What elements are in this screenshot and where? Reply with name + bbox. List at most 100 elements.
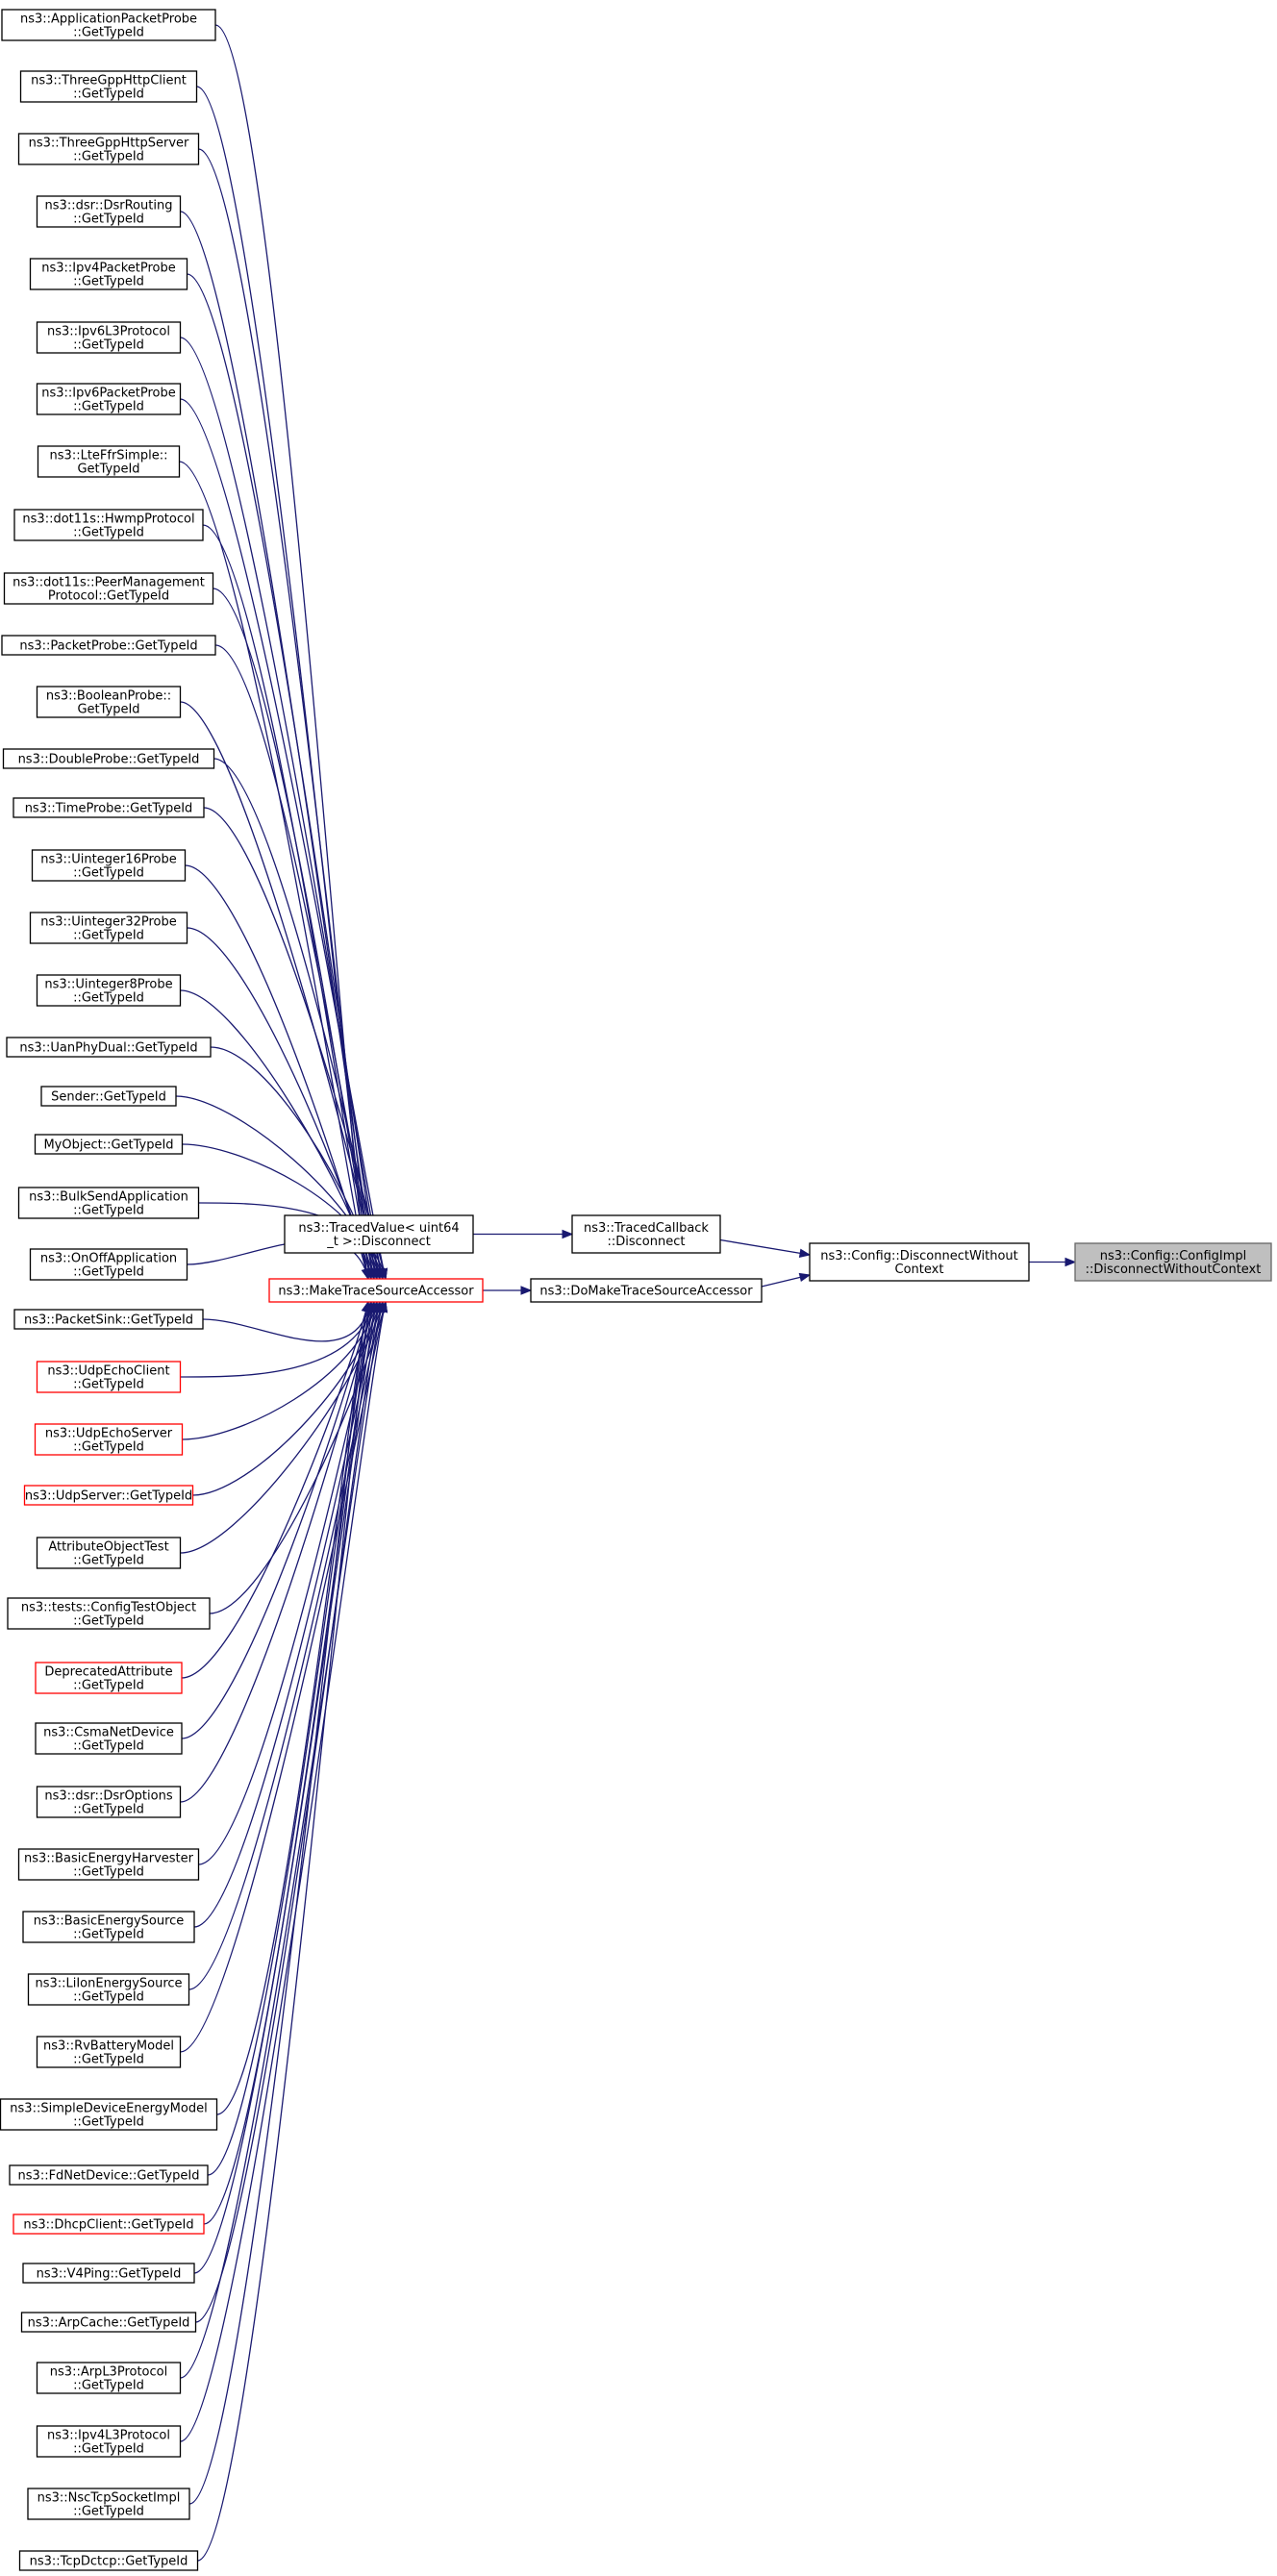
edge-arrowhead [378, 1300, 388, 1313]
node-caller-ns3-udpechoclient-gettypeid[interactable]: ns3::UdpEchoClient::GetTypeId [36, 1361, 182, 1393]
node-label-line: ns3::BasicEnergySource [34, 1914, 185, 1929]
node-label-line: ::GetTypeId [73, 2505, 144, 2519]
node-box [13, 797, 205, 818]
node-caller-ns3-dhcpclient-gettypeid[interactable]: ns3::DhcpClient::GetTypeId [13, 2213, 205, 2235]
node-label-line: ns3::UanPhyDual::GetTypeId [19, 1041, 197, 1056]
node-caller-ns3-arpcache-gettypeid[interactable]: ns3::ArpCache::GetTypeId [20, 2312, 197, 2333]
edge-line [182, 1301, 378, 1440]
node-caller-ns3-dsr-dsroptions-gettypeid[interactable]: ns3::dsr::DsrOptions::GetTypeId [36, 1786, 182, 1818]
node-label-line: ns3::NscTcpSocketImpl [38, 2491, 181, 2506]
node-label-line: ::GetTypeId [73, 2379, 144, 2393]
node-box [29, 258, 188, 290]
node-label-line: ns3::Uinteger8Probe [44, 978, 172, 992]
node-label-line: GetTypeId [77, 463, 139, 477]
node-box [36, 1537, 182, 1569]
node-label-line: ::GetTypeId [73, 1554, 144, 1568]
node-box [17, 1848, 200, 1881]
edge-line [195, 1301, 381, 2323]
node-caller-ns3-rvbatterymodel-gettypeid[interactable]: ns3::RvBatteryModel::GetTypeId [36, 2036, 182, 2068]
node-box [36, 383, 182, 415]
node-label-line: AttributeObjectTest [48, 1540, 168, 1555]
node-caller-ns3-tests-configtestobject-gettypeid[interactable]: ns3::tests::ConfigTestObject::GetTypeId [7, 1597, 211, 1630]
node-label-line: ns3::Uinteger32Probe [40, 915, 177, 930]
node-caller-ns3-dot11s-hwmpprotocol-gettypeid[interactable]: ns3::dot11s::HwmpProtocol::GetTypeId [13, 509, 204, 541]
node-caller-ns3-v4ping-gettypeid[interactable]: ns3::V4Ping::GetTypeId [22, 2263, 195, 2284]
edge-arrowhead [361, 1267, 371, 1281]
node-caller-ns3-uinteger8probe-gettypeid[interactable]: ns3::Uinteger8Probe::GetTypeId [36, 974, 182, 1007]
node-caller-ns3-booleanprobe-gettypeid[interactable]: ns3::BooleanProbe::GetTypeId [36, 686, 182, 718]
node-caller-ns3-doubleprobe-gettypeid[interactable]: ns3::DoubleProbe::GetTypeId [2, 748, 215, 769]
node-label-line: ::GetTypeId [73, 338, 144, 353]
node-box [1074, 1242, 1272, 1282]
node-caller-ns3-simpledeviceenergymodel-gettypeid[interactable]: ns3::SimpleDeviceEnergyModel::GetTypeId [0, 2098, 218, 2131]
edge-line [181, 1301, 372, 1739]
node-box [6, 1037, 212, 1058]
node-box [27, 1973, 190, 2006]
node-caller-deprecatedattribute-gettypeid[interactable]: DeprecatedAttribute::GetTypeId [35, 1662, 183, 1694]
node-ns3-tracedvalue-uint64-t-disconnect[interactable]: ns3::TracedValue< uint64_t >::Disconnect [284, 1214, 474, 1254]
node-caller-ns3-uinteger16probe-gettypeid[interactable]: ns3::Uinteger16Probe::GetTypeId [31, 849, 187, 882]
node-caller-ns3-ipv4packetprobe-gettypeid[interactable]: ns3::Ipv4PacketProbe::GetTypeId [29, 258, 188, 290]
node-caller-attributeobjecttest-gettypeid[interactable]: AttributeObjectTest::GetTypeId [36, 1537, 182, 1569]
node-caller-ns3-tcpdctcp-gettypeid[interactable]: ns3::TcpDctcp::GetTypeId [18, 2550, 199, 2571]
edge-line [202, 1301, 372, 1342]
node-caller-ns3-lteffrsimple-gettypeid[interactable]: ns3::LteFfrSimple::GetTypeId [37, 445, 181, 478]
node-caller-ns3-onoffapplication-gettypeid[interactable]: ns3::OnOffApplication::GetTypeId [29, 1248, 188, 1281]
node-ns3-domaketracesourceaccessor[interactable]: ns3::DoMakeTraceSourceAccessor [530, 1278, 763, 1303]
node-caller-ns3-uanphydual-gettypeid[interactable]: ns3::UanPhyDual::GetTypeId [6, 1037, 212, 1058]
node-label-line: ::GetTypeId [73, 150, 144, 164]
node-caller-ns3-ipv6packetprobe-gettypeid[interactable]: ns3::Ipv6PacketProbe::GetTypeId [36, 383, 182, 415]
node-caller-ns3-applicationpacketprobe-gettypeid[interactable]: ns3::ApplicationPacketProbe::GetTypeId [1, 9, 216, 41]
node-config-impl-disconnect-without-context[interactable]: ns3::Config::ConfigImpl::DisconnectWitho… [1074, 1242, 1272, 1282]
node-caller-ns3-packetprobe-gettypeid[interactable]: ns3::PacketProbe::GetTypeId [1, 635, 216, 656]
node-caller-ns3-nsctcpsocketimpl-gettypeid[interactable]: ns3::NscTcpSocketImpl::GetTypeId [27, 2488, 190, 2520]
node-ns3-tracedcallback-disconnect[interactable]: ns3::TracedCallback::Disconnect [571, 1214, 721, 1254]
node-caller-ns3-udpechoserver-gettypeid[interactable]: ns3::UdpEchoServer::GetTypeId [34, 1423, 184, 1456]
node-caller-sender-gettypeid[interactable]: Sender::GetTypeId [40, 1086, 177, 1107]
node-box [19, 70, 198, 103]
node-caller-ns3-basicenergysource-gettypeid[interactable]: ns3::BasicEnergySource::GetTypeId [22, 1911, 195, 1943]
node-box [809, 1242, 1030, 1282]
node-caller-ns3-timeprobe-gettypeid[interactable]: ns3::TimeProbe::GetTypeId [13, 797, 205, 818]
node-label-line: ns3::ArpL3Protocol [50, 2365, 167, 2380]
node-caller-ns3-packetsink-gettypeid[interactable]: ns3::PacketSink::GetTypeId [13, 1309, 204, 1330]
edge-arrowhead [798, 1272, 812, 1283]
edge-line [180, 211, 378, 1280]
node-label-line: ::GetTypeId [73, 866, 144, 881]
node-caller-ns3-basicenergyharvester-gettypeid[interactable]: ns3::BasicEnergyHarvester::GetTypeId [17, 1848, 200, 1881]
node-caller-myobject-gettypeid[interactable]: MyObject::GetTypeId [34, 1134, 184, 1155]
node-box [13, 2213, 205, 2235]
node-caller-ns3-dsr-dsrrouting-gettypeid[interactable]: ns3::dsr::DsrRouting::GetTypeId [36, 195, 182, 228]
node-caller-ns3-bulksendapplication-gettypeid[interactable]: ns3::BulkSendApplication::GetTypeId [17, 1187, 200, 1219]
node-ns3-config-disconnectwithoutcontext[interactable]: ns3::Config::DisconnectWithoutContext [809, 1242, 1030, 1282]
node-box [13, 509, 204, 541]
edge-line [180, 1301, 375, 1378]
node-label-line: ::GetTypeId [73, 1265, 144, 1280]
node-label-line: ::GetTypeId [73, 1440, 144, 1455]
node-caller-ns3-ipv6l3protocol-gettypeid[interactable]: ns3::Ipv6L3Protocol::GetTypeId [36, 321, 182, 354]
node-label-line: ::GetTypeId [73, 1204, 144, 1218]
node-label-line: ::GetTypeId [73, 88, 144, 102]
node-caller-ns3-threegpphttpserver-gettypeid[interactable]: ns3::ThreeGppHttpServer::GetTypeId [17, 133, 200, 165]
node-caller-ns3-arpl3protocol-gettypeid[interactable]: ns3::ArpL3Protocol::GetTypeId [36, 2362, 182, 2394]
node-ns3-maketracesourceaccessor[interactable]: ns3::MakeTraceSourceAccessor [268, 1278, 484, 1303]
edge-line [216, 1301, 369, 2115]
node-caller-ns3-fdnetdevice-gettypeid[interactable]: ns3::FdNetDevice::GetTypeId [9, 2164, 209, 2186]
node-caller-ns3-csmanetdevice-gettypeid[interactable]: ns3::CsmaNetDevice::GetTypeId [35, 1722, 183, 1755]
node-caller-ns3-uinteger32probe-gettypeid[interactable]: ns3::Uinteger32Probe::GetTypeId [29, 912, 188, 944]
edge-make-to-do-make [483, 1286, 533, 1295]
node-box [22, 2263, 195, 2284]
node-caller-ns3-udpserver-gettypeid[interactable]: ns3::UdpServer::GetTypeId [23, 1485, 194, 1506]
node-caller-ns3-threegpphttpclient-gettypeid[interactable]: ns3::ThreeGppHttpClient::GetTypeId [19, 70, 198, 103]
node-box [27, 2488, 190, 2520]
node-caller-ns3-liionenergysource-gettypeid[interactable]: ns3::LiIonEnergySource::GetTypeId [27, 1973, 190, 2006]
node-box [36, 321, 182, 354]
edge-arrowhead [520, 1286, 533, 1295]
node-label-line: ::GetTypeId [73, 213, 144, 227]
node-caller-ns3-ipv4l3protocol-gettypeid[interactable]: ns3::Ipv4L3Protocol::GetTypeId [36, 2425, 182, 2458]
node-box [36, 195, 182, 228]
node-label-line: ns3::V4Ping::GetTypeId [37, 2267, 182, 2282]
node-label-line: Protocol::GetTypeId [48, 589, 169, 604]
node-caller-ns3-dot11s-peermanagementprotocol-gettypeid[interactable]: ns3::dot11s::PeerManagementProtocol::Get… [3, 572, 214, 605]
edge-line [198, 148, 375, 1280]
